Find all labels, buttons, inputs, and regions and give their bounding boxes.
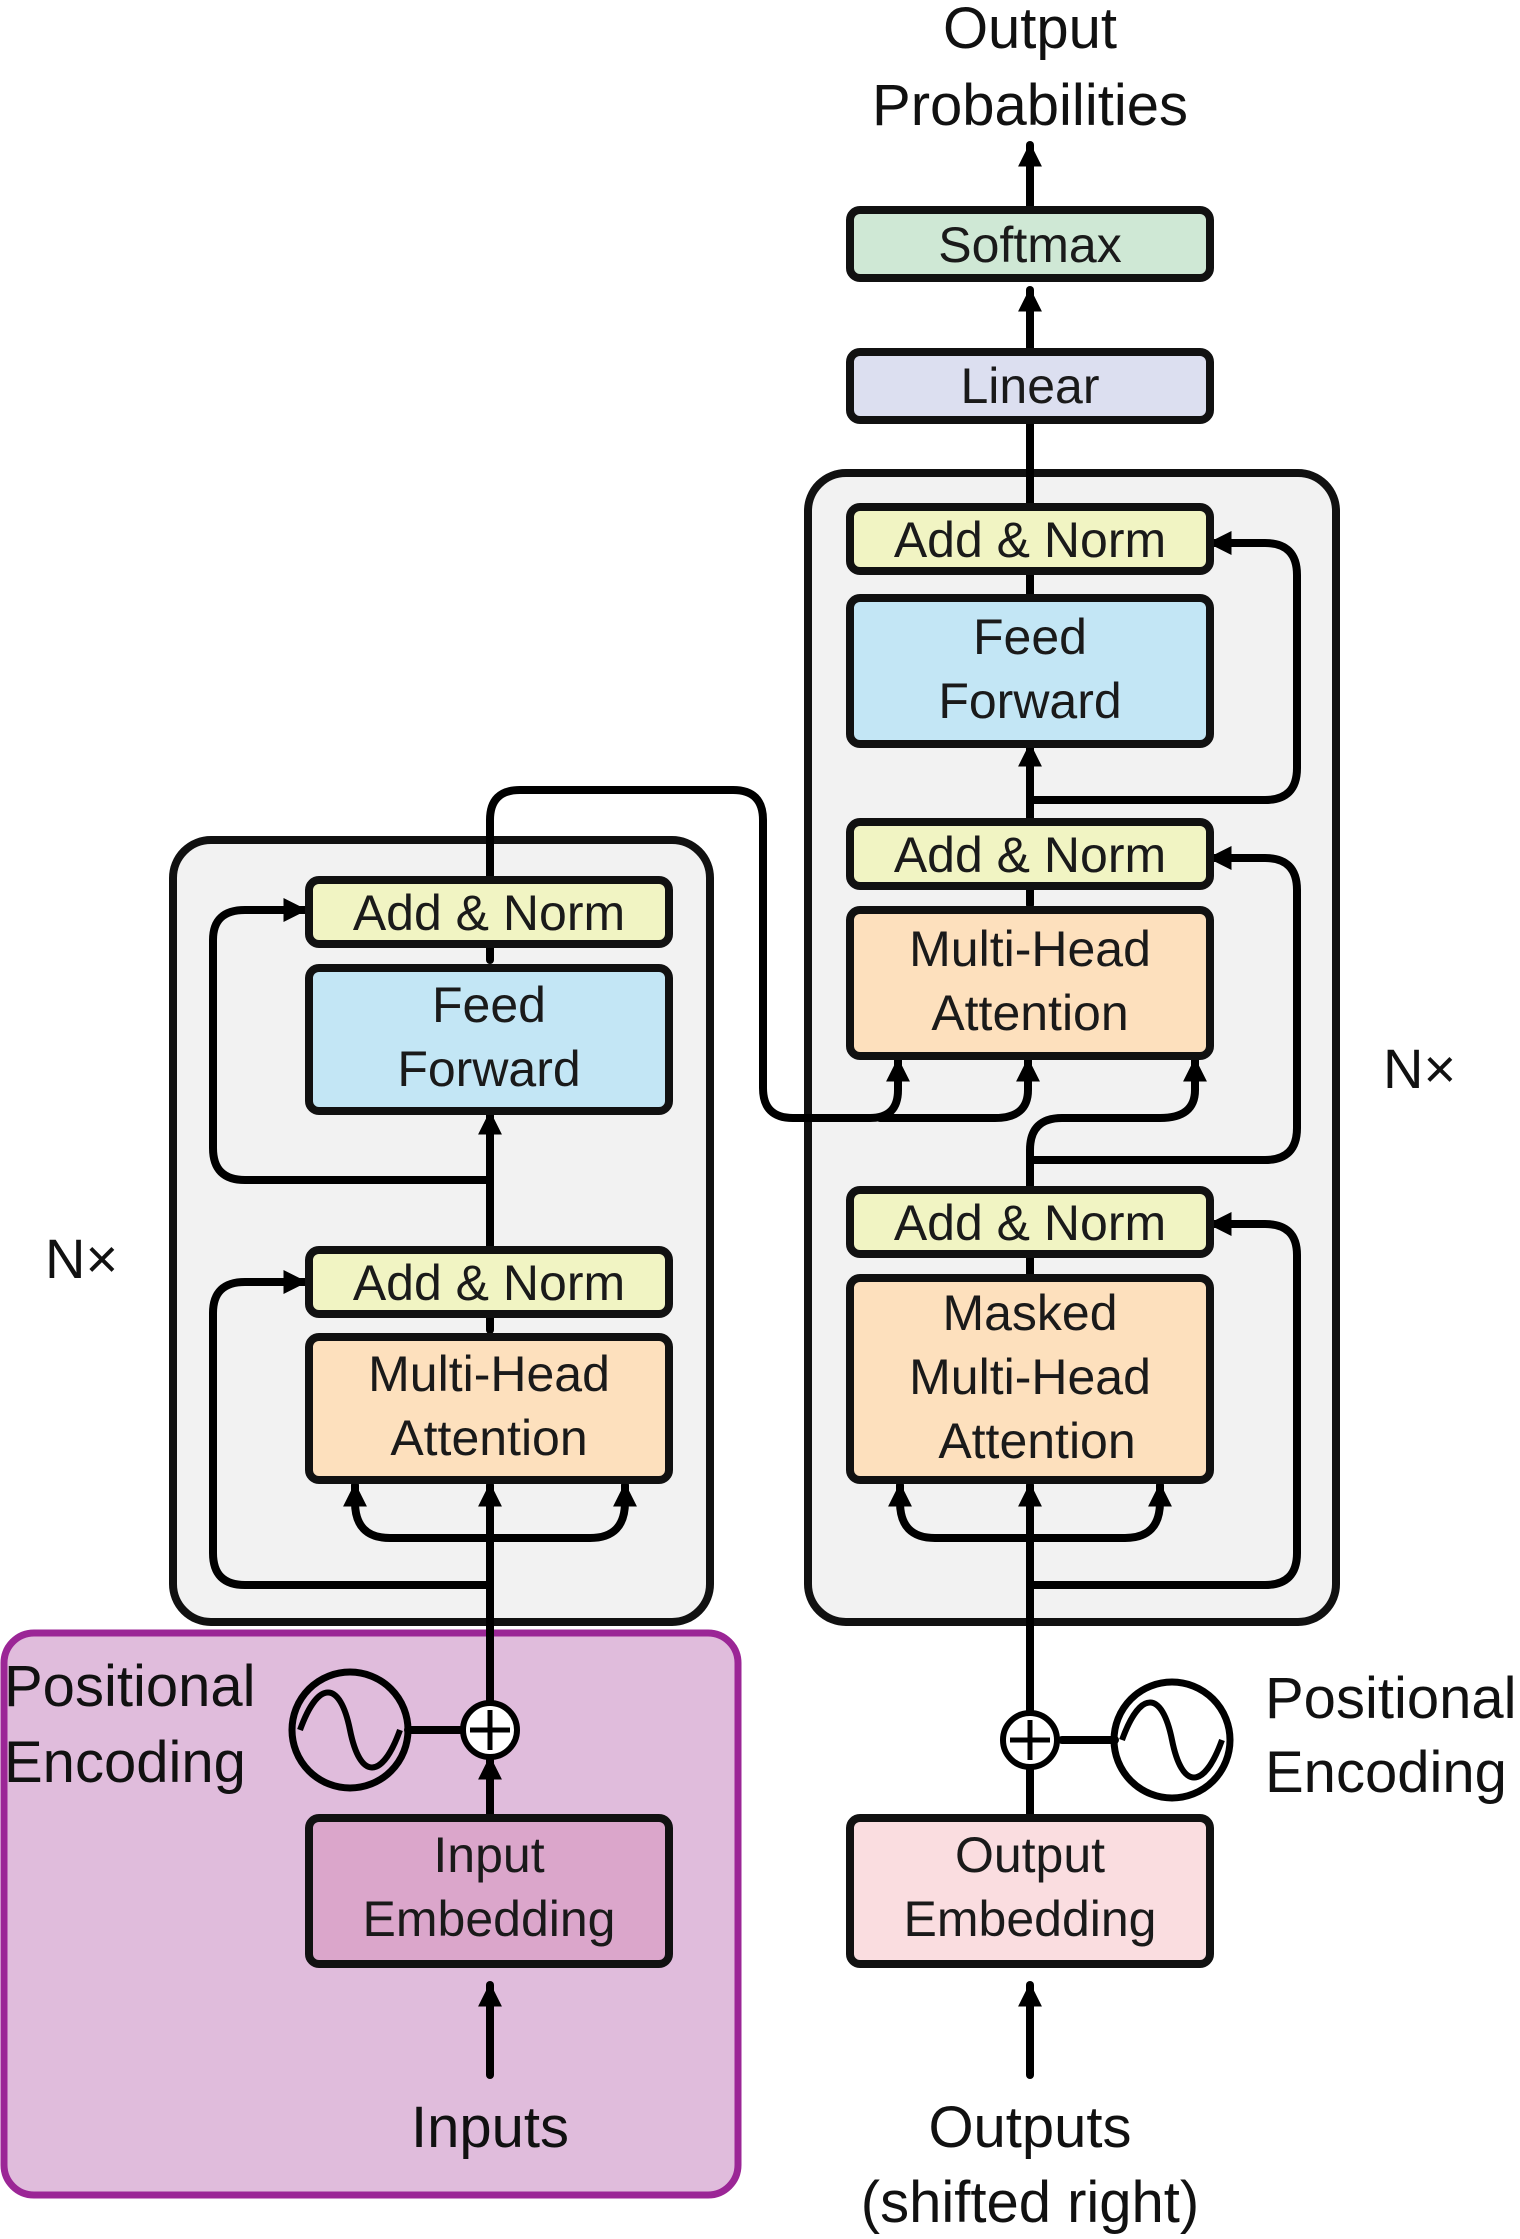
output-probabilities-label: Output Probabilities [872,0,1188,138]
svg-text:Embedding: Embedding [904,1891,1157,1947]
encoder-add-norm-1: Add & Norm [305,1246,673,1318]
decoder-positional-wave-icon [1110,1678,1234,1802]
svg-text:Output: Output [955,1827,1105,1883]
svg-text:(shifted right): (shifted right) [861,2170,1199,2235]
svg-text:Positional: Positional [1265,1666,1516,1731]
svg-text:Multi-Head: Multi-Head [909,1349,1151,1405]
decoder-add-norm-2: Add & Norm [846,818,1214,890]
softmax-label: Softmax [938,217,1121,273]
svg-text:Add & Norm: Add & Norm [353,1255,625,1311]
svg-text:Attention: Attention [931,985,1128,1041]
svg-text:Positional: Positional [4,1654,255,1719]
svg-text:Forward: Forward [938,673,1121,729]
svg-text:Encoding: Encoding [1265,1740,1507,1805]
output-label-line1: Output [943,0,1117,61]
output-embedding-block: Output Embedding [846,1814,1214,1968]
output-label-line2: Probabilities [872,73,1188,138]
softmax-block: Softmax [846,206,1214,282]
decoder-cross-attention: Multi-Head Attention [846,906,1214,1060]
linear-label: Linear [961,358,1100,414]
decoder-residual-3 [1026,531,1301,804]
linear-block: Linear [846,348,1214,424]
svg-text:Add & Norm: Add & Norm [894,827,1166,883]
encoder-stack [169,836,714,1626]
decoder-add-norm-3: Add & Norm [846,503,1214,575]
inputs-label: Inputs [411,2095,569,2160]
encoder-add-node [460,1700,520,1760]
decoder-residual-2 [1026,846,1301,1164]
svg-text:Add & Norm: Add & Norm [894,512,1166,568]
svg-text:Forward: Forward [397,1041,580,1097]
decoder-masked-attention: Masked Multi-Head Attention [846,1274,1214,1484]
svg-text:Encoding: Encoding [4,1730,246,1795]
svg-text:Feed: Feed [432,977,546,1033]
svg-text:Feed: Feed [973,609,1087,665]
encoder-residual-1 [209,1270,494,1589]
svg-text:Add & Norm: Add & Norm [894,1195,1166,1251]
decoder-residual-1 [1026,1212,1301,1589]
decoder-feed-forward: Feed Forward [846,594,1214,748]
svg-text:Attention: Attention [390,1410,587,1466]
connection-wires [209,141,1301,2079]
encoder-positional-encoding-label: Positional Encoding [4,1654,255,1795]
input-embedding-block: Input Embedding [305,1814,673,1968]
svg-text:Attention: Attention [938,1413,1135,1469]
svg-text:Outputs: Outputs [928,2095,1131,2160]
encoder-add-norm-2: Add & Norm [305,876,673,948]
decoder-add-norm-1: Add & Norm [846,1186,1214,1258]
encoder-positional-wave-icon [288,1668,412,1792]
svg-text:Input: Input [433,1827,544,1883]
encoder-attention: Multi-Head Attention [305,1333,673,1484]
svg-text:Masked: Masked [942,1285,1117,1341]
decoder-positional-encoding-label: Positional Encoding [1265,1666,1516,1805]
outputs-label: Outputs (shifted right) [861,2095,1199,2235]
encoder-repeat-label: N× [45,1227,118,1290]
encoder-residual-2 [209,898,494,1184]
svg-text:Add & Norm: Add & Norm [353,885,625,941]
decoder-repeat-label: N× [1383,1037,1456,1100]
svg-text:Embedding: Embedding [363,1891,616,1947]
decoder-add-node [1000,1710,1060,1770]
encoder-feed-forward: Feed Forward [305,964,673,1115]
svg-text:Multi-Head: Multi-Head [909,921,1151,977]
svg-text:Multi-Head: Multi-Head [368,1346,610,1402]
